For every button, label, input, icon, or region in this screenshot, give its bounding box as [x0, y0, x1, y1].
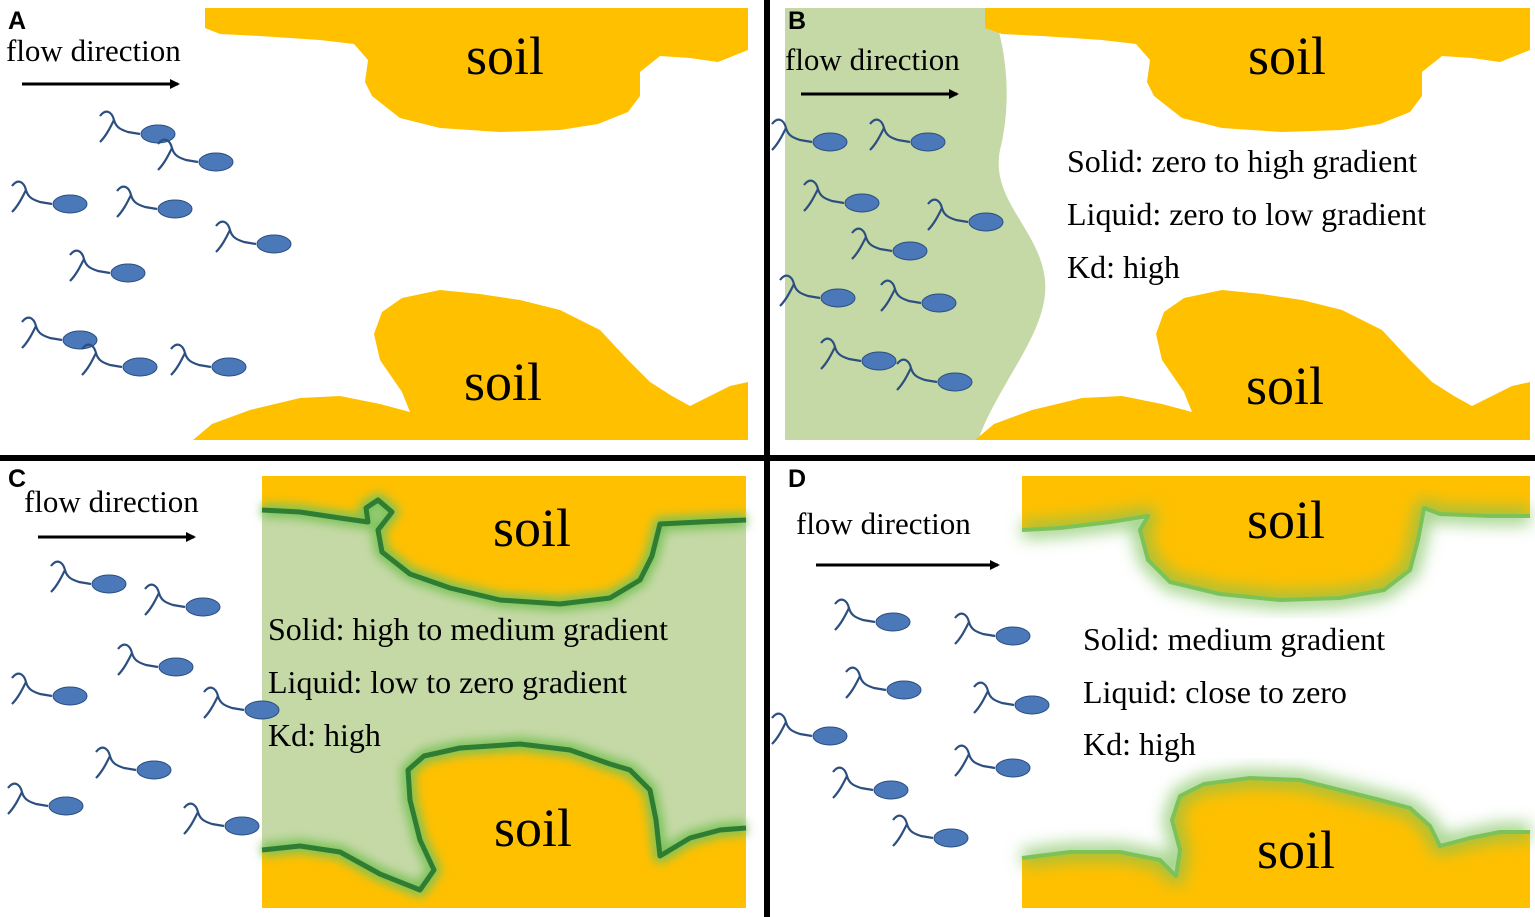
bacteria-group	[10, 110, 293, 378]
bacterium	[98, 110, 177, 145]
bacterium	[94, 746, 173, 781]
soil-grain-top	[205, 8, 748, 132]
bacterium	[831, 766, 910, 801]
bacterium	[972, 681, 1051, 716]
soil-label-bottom: soil	[1246, 356, 1324, 416]
bacterium	[80, 343, 159, 378]
biofilm-edge-bottom	[1021, 776, 1530, 878]
info-kd: Kd: high	[1067, 249, 1180, 285]
info-liquid: Liquid: close to zero	[1083, 674, 1347, 710]
bacterium	[116, 643, 195, 678]
bacterium	[953, 744, 1032, 779]
bacterium	[49, 560, 128, 595]
soil-grain-top	[985, 8, 1530, 132]
biofilm-edge-top	[261, 497, 747, 607]
info-liquid: Liquid: zero to low gradient	[1067, 196, 1426, 232]
bacterium	[10, 672, 89, 707]
flow-direction-label: flow direction	[796, 506, 971, 541]
bacterium	[953, 612, 1032, 647]
flow-direction-label: flow direction	[24, 484, 199, 519]
info-solid: Solid: high to medium gradient	[268, 611, 668, 647]
bacterium	[214, 220, 293, 255]
panel-c: C flow direction soil soil Solid: high t…	[6, 465, 747, 908]
bacterium	[833, 598, 912, 633]
bacterium	[169, 343, 248, 378]
biofilm-edge-top	[1021, 506, 1530, 602]
panel-d: D flow direction soil soil Solid: medium…	[770, 465, 1530, 908]
soil-grain-bottom	[262, 744, 746, 908]
soil-label-bottom: soil	[494, 798, 572, 858]
soil-grain-bottom	[193, 290, 748, 440]
bacterium	[115, 185, 194, 220]
info-solid: Solid: zero to high gradient	[1067, 143, 1417, 179]
info-solid: Solid: medium gradient	[1083, 621, 1385, 657]
bacterium	[143, 583, 222, 618]
info-liquid: Liquid: low to zero gradient	[268, 664, 627, 700]
bacteria-group	[6, 560, 281, 837]
flow-direction-label: flow direction	[6, 33, 181, 68]
panel-letter: D	[788, 465, 806, 493]
bacteria-group	[770, 598, 1051, 849]
soil-label-bottom: soil	[1257, 820, 1335, 880]
soil-label-top: soil	[493, 498, 571, 558]
flow-direction-label: flow direction	[785, 42, 960, 77]
biofilm-front	[785, 8, 1046, 440]
bacterium	[182, 802, 261, 837]
bacterium	[6, 782, 85, 817]
bacterium	[68, 249, 147, 284]
bacterium	[844, 666, 923, 701]
soil-label-bottom: soil	[464, 352, 542, 412]
info-kd: Kd: high	[1083, 726, 1196, 762]
panel-a: A flow direction soil soil	[6, 7, 748, 440]
bacterium	[10, 180, 89, 215]
panel-letter: B	[788, 7, 806, 35]
soil-grain-bottom	[975, 290, 1530, 440]
soil-grain-top	[262, 476, 746, 604]
bacterium	[891, 814, 970, 849]
bacterium	[770, 712, 849, 747]
panel-letter: C	[8, 465, 26, 493]
soil-label-top: soil	[1247, 490, 1325, 550]
panel-b: B flow direction soil soil Solid: zero t…	[770, 7, 1530, 440]
soil-label-top: soil	[466, 26, 544, 86]
biofilm-edge-bottom	[261, 741, 747, 893]
info-kd: Kd: high	[268, 717, 381, 753]
bacterium	[156, 138, 235, 173]
soil-label-top: soil	[1248, 26, 1326, 86]
panel-letter: A	[8, 7, 26, 35]
